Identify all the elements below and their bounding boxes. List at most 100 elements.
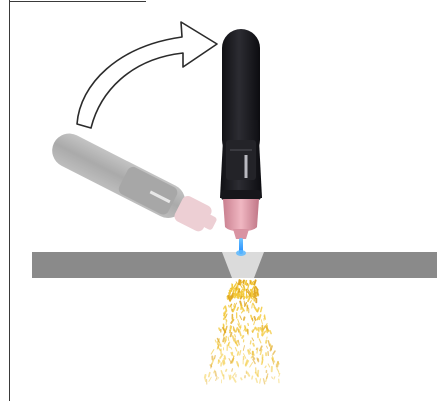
spark: [276, 368, 280, 372]
spark: [235, 340, 239, 344]
spark: [216, 337, 220, 343]
spark: [211, 359, 215, 365]
spark: [254, 371, 259, 378]
spark: [259, 348, 263, 356]
spark: [252, 302, 255, 307]
spark: [236, 361, 239, 367]
spark: [266, 345, 268, 349]
spark: [253, 306, 259, 313]
spark: [258, 314, 262, 321]
spark: [277, 361, 280, 365]
spark: [223, 357, 226, 365]
spark: [231, 335, 235, 342]
spark-spray-icon: [203, 279, 281, 385]
spark: [262, 378, 266, 385]
spark: [249, 300, 252, 304]
spark: [249, 280, 252, 284]
spark: [230, 304, 232, 309]
spark: [246, 283, 249, 287]
spark: [230, 351, 233, 357]
spark: [245, 282, 248, 286]
spark: [218, 327, 221, 332]
spark: [265, 339, 268, 344]
spark: [225, 368, 228, 372]
spark: [253, 279, 257, 286]
spark: [228, 374, 231, 381]
spark: [228, 358, 232, 363]
spark: [239, 350, 242, 356]
spark: [217, 377, 220, 380]
spark: [242, 279, 245, 284]
spark: [239, 326, 242, 331]
spark: [223, 330, 227, 336]
spark: [271, 376, 273, 379]
spark: [267, 340, 271, 347]
spark: [208, 376, 212, 382]
spark: [223, 310, 227, 317]
spark: [249, 362, 254, 368]
spark: [210, 349, 215, 355]
spark: [251, 350, 255, 356]
spark: [227, 342, 230, 348]
spark: [246, 283, 250, 291]
spark: [251, 337, 255, 342]
spark: [217, 346, 222, 352]
spark: [251, 303, 253, 309]
spark: [232, 355, 235, 361]
spark: [271, 354, 274, 359]
spark: [232, 376, 237, 383]
spark: [263, 323, 268, 329]
spark: [271, 356, 274, 361]
spark: [260, 319, 263, 325]
pierce-hole: [222, 252, 264, 278]
spark: [246, 305, 249, 309]
spark: [265, 373, 269, 379]
spark: [253, 291, 257, 299]
spark: [278, 373, 281, 377]
spark: [231, 368, 234, 372]
spark: [256, 347, 259, 354]
spark: [223, 355, 227, 360]
spark: [214, 339, 217, 343]
spark: [234, 334, 237, 338]
spark: [222, 334, 225, 338]
spark: [251, 280, 255, 286]
spark: [250, 354, 254, 359]
spark: [231, 372, 236, 378]
spark: [249, 348, 251, 351]
plasma-torch-icon: [220, 29, 262, 256]
spark: [240, 377, 243, 381]
spark: [214, 370, 218, 377]
spark: [243, 353, 247, 359]
spark: [235, 327, 239, 333]
spark: [271, 359, 275, 365]
spark: [228, 330, 232, 334]
spark: [259, 306, 263, 313]
spark: [234, 290, 237, 297]
spark: [273, 376, 276, 380]
spark: [252, 342, 255, 347]
spark: [246, 371, 251, 377]
spark: [213, 357, 215, 360]
spark: [237, 339, 240, 346]
spark: [231, 305, 237, 313]
spark: [247, 349, 250, 355]
spark: [252, 358, 256, 365]
spark: [232, 326, 236, 333]
spark: [265, 375, 268, 383]
spark: [238, 330, 242, 337]
spark: [258, 338, 262, 344]
spark: [236, 282, 239, 286]
spark: [228, 304, 230, 308]
frame-lines: [9, 0, 146, 401]
spark: [264, 365, 267, 369]
spark: [243, 300, 246, 307]
spark: [242, 316, 246, 321]
spark: [213, 369, 216, 374]
spark: [247, 289, 252, 295]
spark: [243, 284, 246, 291]
spark: [251, 375, 254, 380]
spark: [247, 322, 250, 327]
spark: [236, 351, 240, 356]
spark: [267, 363, 271, 368]
